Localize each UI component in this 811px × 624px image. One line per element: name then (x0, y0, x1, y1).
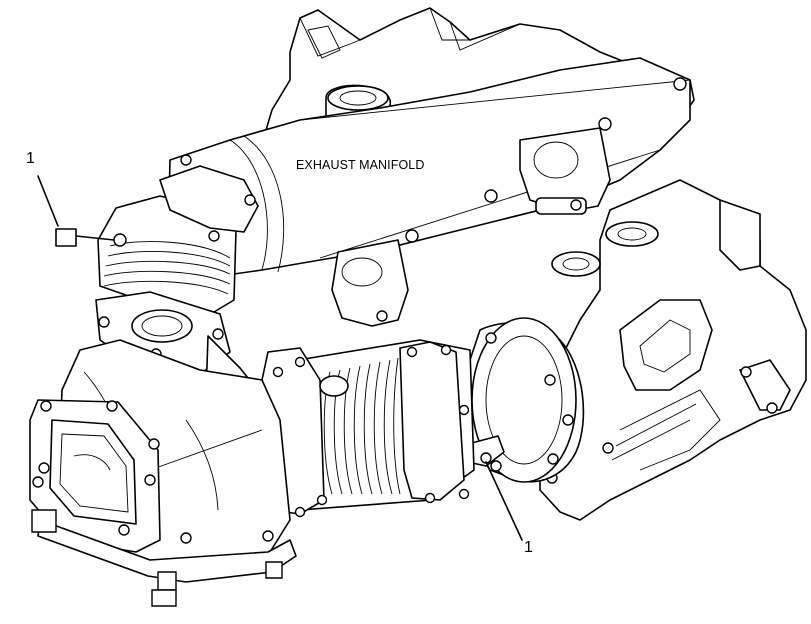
callout-leaders (37, 175, 523, 541)
upper-manifold (167, 7, 695, 327)
callout-number-1b: 1 (524, 539, 533, 556)
exhaust-manifold-label: EXHAUST MANIFOLD (296, 158, 425, 172)
right-flange (467, 317, 585, 483)
leader-line-1b (485, 461, 523, 541)
callout-number-1a: 1 (26, 150, 35, 167)
lower-left-elbow (29, 339, 297, 607)
leader-line-1a-horizontal (75, 235, 115, 241)
bellows-joint (261, 339, 475, 518)
right-manifold (539, 179, 807, 521)
part-1a-glyph (55, 228, 77, 247)
leader-line-1a (37, 175, 59, 227)
